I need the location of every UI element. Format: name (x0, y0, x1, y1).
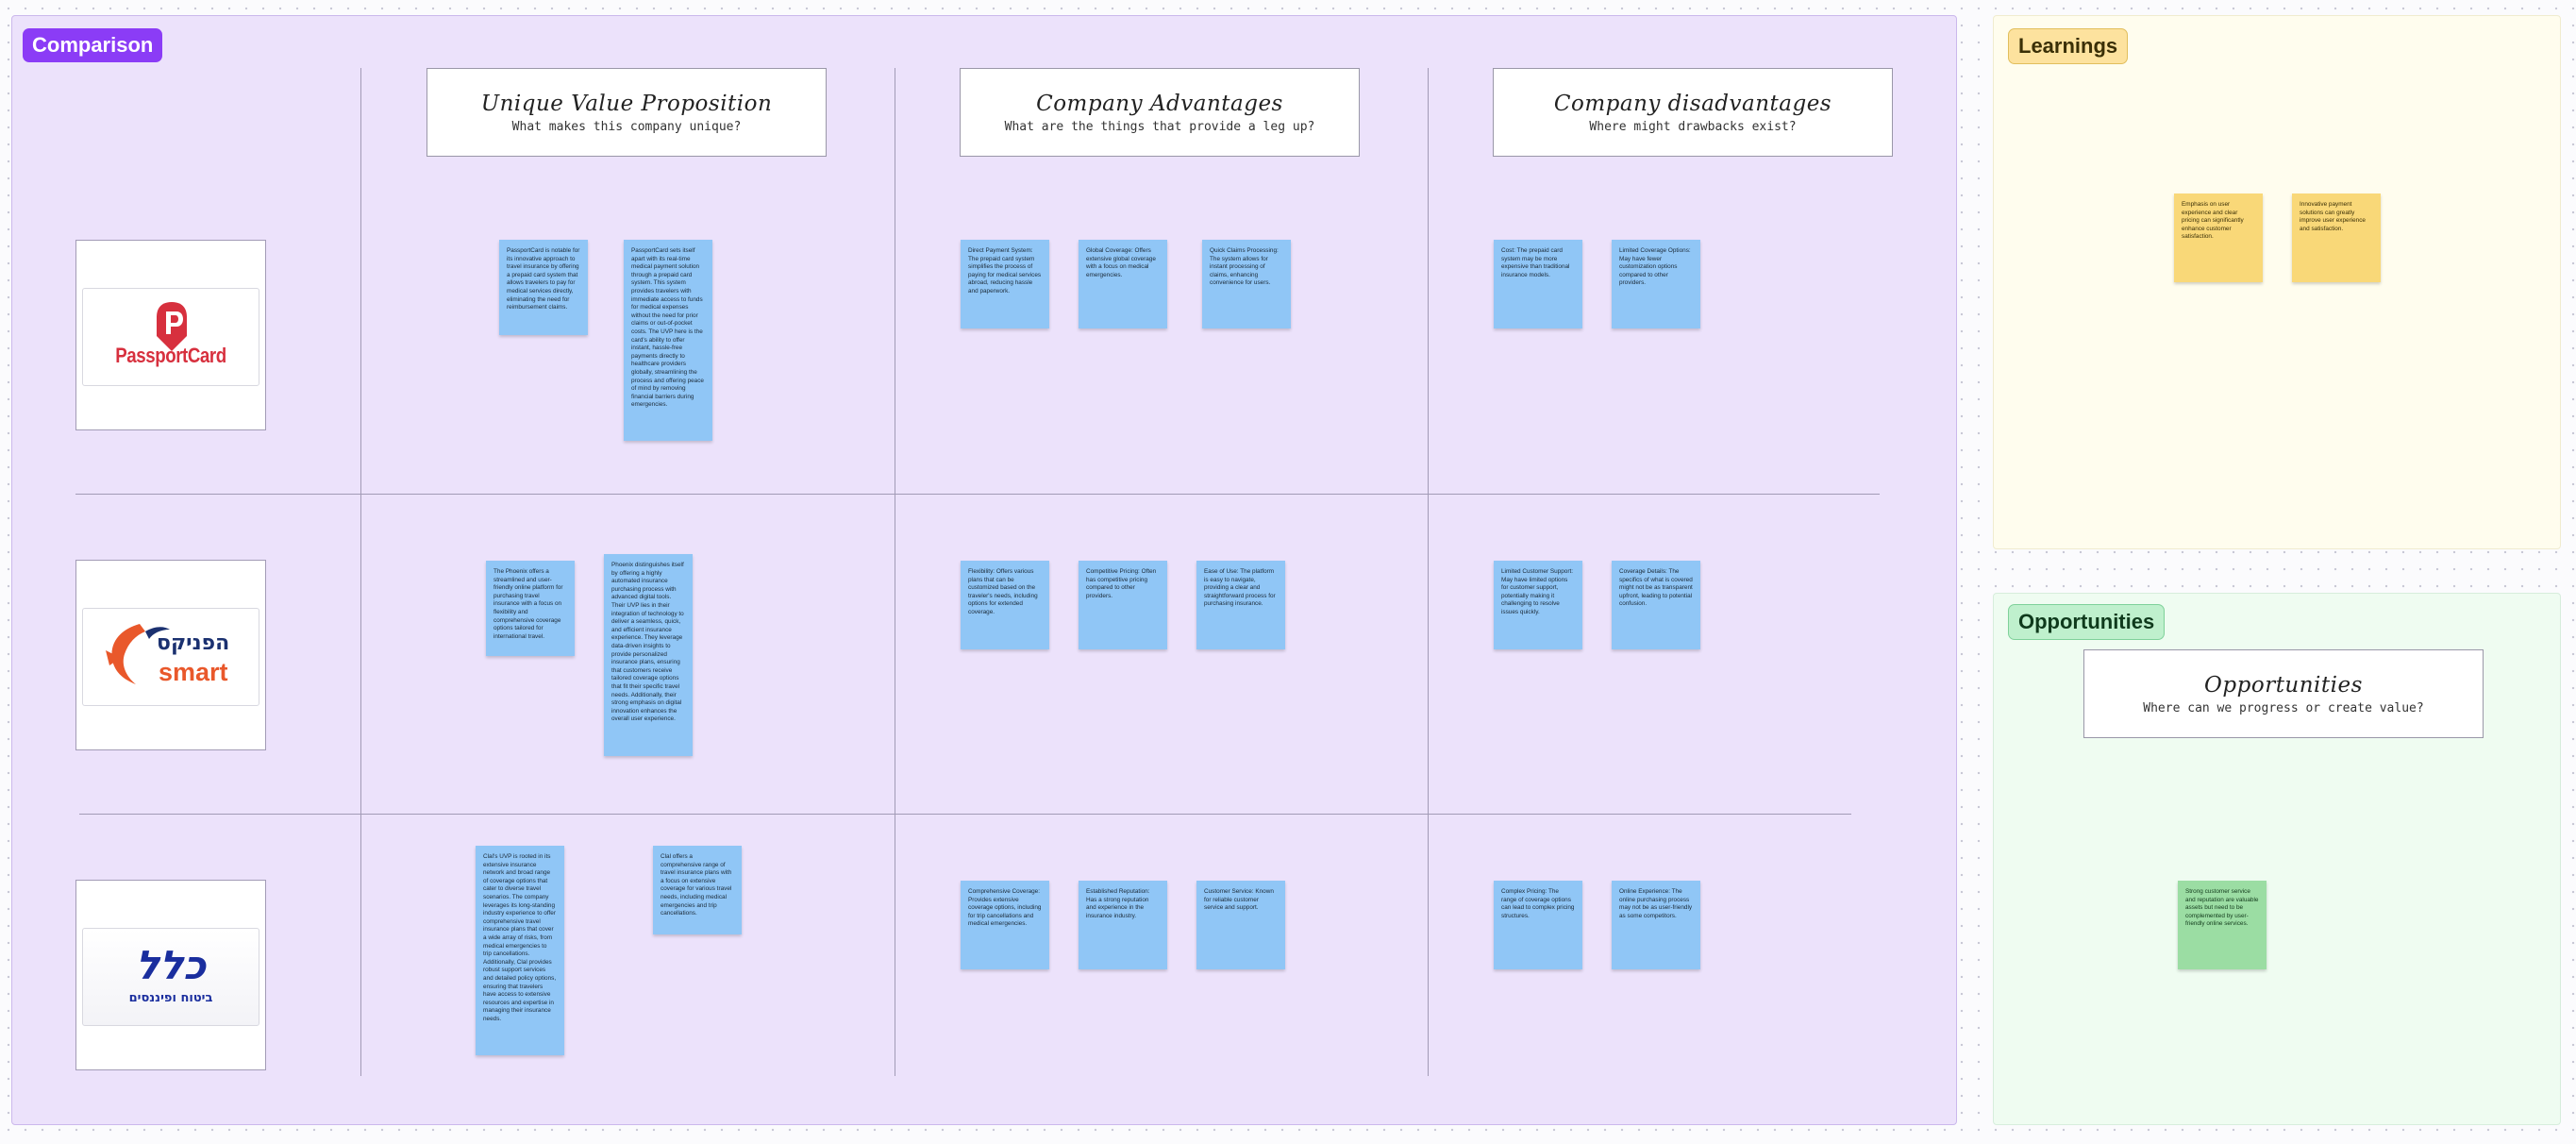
sticky-note[interactable]: Innovative payment solutions can greatly… (2292, 193, 2381, 282)
logo-card: PassportCard (82, 288, 259, 386)
sticky-note[interactable]: Limited Customer Support: May have limit… (1494, 561, 1582, 649)
opportunities-section-label[interactable]: Opportunities (2008, 604, 2166, 640)
learnings-section (1993, 15, 2561, 549)
phoenix-logo-latin-text: smart (159, 658, 228, 686)
sticky-note[interactable]: Online Experience: The online purchasing… (1612, 881, 1700, 969)
sticky-note[interactable]: Customer Service: Known for reliable cus… (1196, 881, 1285, 969)
clal-logo-text: כלל (135, 942, 207, 988)
header-subtitle: What are the things that provide a leg u… (1004, 120, 1315, 134)
passportcard-logo-icon (157, 302, 187, 351)
column-divider (360, 68, 361, 1076)
clal-logo-subtext: ביטוח ופיננסים (128, 991, 213, 1005)
sticky-note[interactable]: Coverage Details: The specifics of what … (1612, 561, 1700, 649)
sticky-note[interactable]: Direct Payment System: The prepaid card … (961, 240, 1049, 328)
header-card-opportunities[interactable]: Opportunities Where can we progress or c… (2083, 649, 2484, 738)
sticky-note[interactable]: The Phoenix offers a streamlined and use… (486, 561, 575, 656)
sticky-note[interactable]: PassportCard sets itself apart with its … (624, 240, 712, 441)
company-logo-phoenix[interactable]: הפניקס smart (75, 560, 266, 750)
sticky-note[interactable]: Ease of Use: The platform is easy to nav… (1196, 561, 1285, 649)
phoenix-logo-hebrew-text: הפניקס (157, 631, 230, 655)
sticky-note[interactable]: Comprehensive Coverage: Provides extensi… (961, 881, 1049, 969)
header-subtitle: Where can we progress or create value? (2143, 701, 2424, 715)
column-divider (1428, 68, 1429, 1076)
sticky-note[interactable]: Phoenix distinguishes itself by offering… (604, 554, 693, 756)
sticky-note[interactable]: Cost: The prepaid card system may be mor… (1494, 240, 1582, 328)
sticky-note[interactable]: Flexibility: Offers various plans that c… (961, 561, 1049, 649)
row-divider (79, 814, 1851, 815)
header-subtitle: What makes this company unique? (511, 120, 742, 134)
learnings-section-label[interactable]: Learnings (2008, 28, 2129, 64)
header-card-unique-value[interactable]: Unique Value Proposition What makes this… (427, 68, 827, 157)
header-title: Company Advantages (1036, 92, 1283, 116)
sticky-note[interactable]: PassportCard is notable for its innovati… (499, 240, 588, 335)
phoenix-logo-icon (106, 624, 170, 684)
sticky-note[interactable]: Complex Pricing: The range of coverage o… (1494, 881, 1582, 969)
header-card-disadvantages[interactable]: Company disadvantages Where might drawba… (1493, 68, 1893, 157)
header-title: Company disadvantages (1553, 92, 1832, 116)
company-logo-clal[interactable]: כלל ביטוח ופיננסים (75, 880, 266, 1070)
header-title: Opportunities (2204, 673, 2363, 698)
passportcard-logo-text: PassportCard (115, 344, 226, 367)
logo-card: כלל ביטוח ופיננסים (82, 928, 259, 1026)
sticky-note[interactable]: Emphasis on user experience and clear pr… (2174, 193, 2263, 282)
comparison-section-label[interactable]: Comparison (23, 28, 163, 62)
header-card-advantages[interactable]: Company Advantages What are the things t… (960, 68, 1360, 157)
logo-card: הפניקס smart (82, 608, 259, 706)
sticky-note[interactable]: Limited Coverage Options: May have fewer… (1612, 240, 1700, 328)
header-subtitle: Where might drawbacks exist? (1589, 120, 1797, 134)
sticky-note[interactable]: Global Coverage: Offers extensive global… (1079, 240, 1167, 328)
sticky-note[interactable]: Clal offers a comprehensive range of tra… (653, 846, 742, 934)
sticky-note[interactable]: Competitive Pricing: Often has competiti… (1079, 561, 1167, 649)
sticky-note[interactable]: Quick Claims Processing: The system allo… (1202, 240, 1291, 328)
company-logo-passportcard[interactable]: PassportCard (75, 240, 266, 430)
header-title: Unique Value Proposition (480, 92, 773, 116)
row-divider (75, 494, 1880, 495)
sticky-note[interactable]: Clal's UVP is rooted in its extensive in… (476, 846, 564, 1055)
sticky-note[interactable]: Strong customer service and reputation a… (2178, 881, 2267, 969)
sticky-note[interactable]: Established Reputation: Has a strong rep… (1079, 881, 1167, 969)
